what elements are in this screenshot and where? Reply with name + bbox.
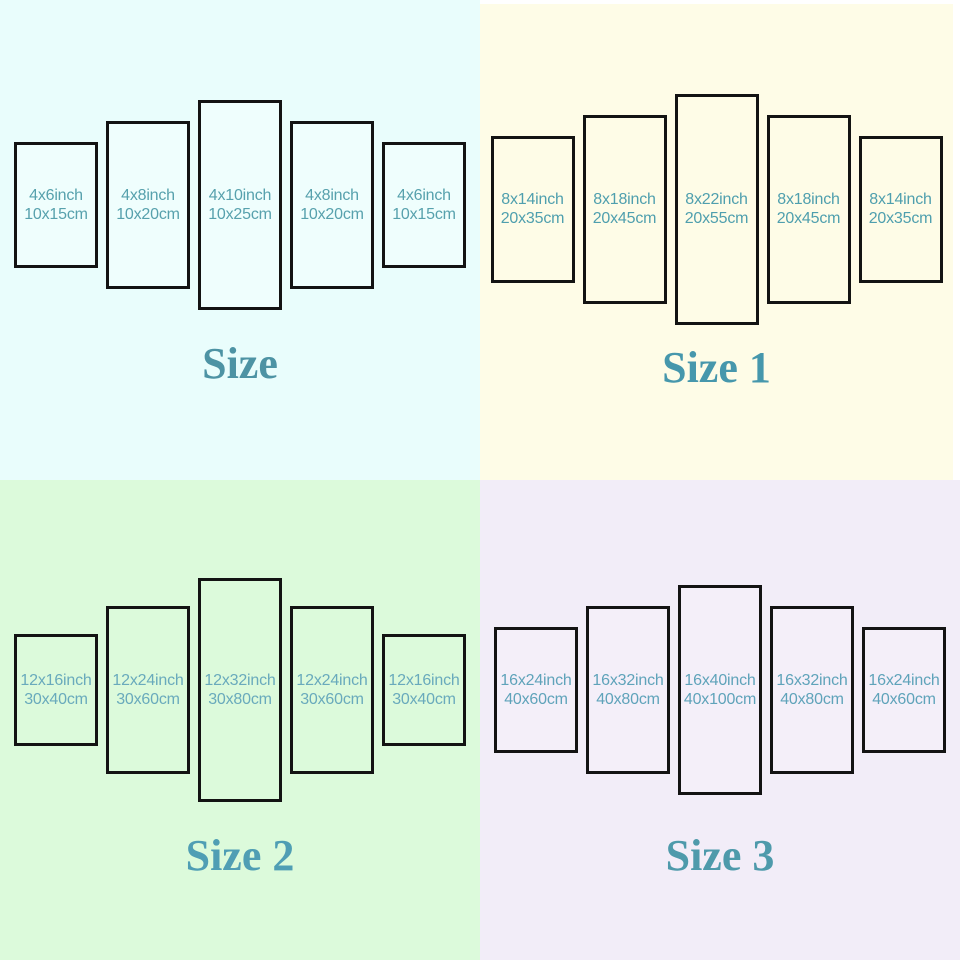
- panel-inch-label: 12x16inch: [20, 672, 92, 689]
- canvas-panel: 16x40inch 40x100cm: [678, 585, 762, 795]
- canvas-panel: 8x14inch 20x35cm: [490, 135, 575, 283]
- canvas-panel: 12x16inch 30x40cm: [14, 634, 98, 746]
- panel-inch-label: 12x24inch: [296, 672, 368, 689]
- canvas-panel: 4x8inch 10x20cm: [290, 121, 374, 289]
- canvas-panel: 8x14inch 20x35cm: [858, 135, 943, 283]
- panel-cm-label: 30x40cm: [392, 691, 456, 708]
- panel-inch-label: 16x32inch: [592, 672, 664, 689]
- panel-cm-label: 30x80cm: [208, 691, 272, 708]
- panel-inch-label: 8x18inch: [593, 191, 656, 208]
- panel-cm-label: 40x100cm: [683, 691, 757, 708]
- panel-inch-label: 16x40inch: [684, 672, 756, 689]
- canvas-panel: 12x32inch 30x80cm: [198, 578, 282, 802]
- canvas-panel: 4x6inch 10x15cm: [382, 142, 466, 268]
- quadrant-background: 16x24inch 40x60cm 16x32inch 40x80cm 16x4…: [480, 480, 960, 960]
- panel-inch-label: 4x10inch: [208, 187, 272, 204]
- size-chart-title: Size: [202, 339, 278, 388]
- panel-inch-label: 12x16inch: [388, 672, 460, 689]
- panel-inch-label: 16x24inch: [500, 672, 572, 689]
- panel-cm-label: 10x15cm: [24, 206, 88, 223]
- size-chart-quadrant-size1: 8x14inch 20x35cm 8x18inch 20x45cm 8x22in…: [480, 0, 960, 480]
- panel-inch-label: 4x8inch: [305, 187, 359, 204]
- size-chart-title: Size 2: [185, 831, 295, 880]
- canvas-panel: 8x22inch 20x55cm: [674, 93, 759, 325]
- panels-row: 8x14inch 20x35cm 8x18inch 20x45cm 8x22in…: [480, 4, 953, 414]
- panel-cm-label: 40x60cm: [872, 691, 936, 708]
- canvas-panel: 16x32inch 40x80cm: [586, 606, 670, 774]
- canvas-panel: 4x10inch 10x25cm: [198, 100, 282, 310]
- panel-inch-label: 8x18inch: [777, 191, 840, 208]
- panel-cm-label: 10x20cm: [300, 206, 364, 223]
- panel-cm-label: 20x55cm: [684, 210, 749, 227]
- canvas-panel: 4x8inch 10x20cm: [106, 121, 190, 289]
- panel-cm-label: 20x45cm: [776, 210, 841, 227]
- panel-inch-label: 4x6inch: [397, 187, 451, 204]
- quadrant-background: 8x14inch 20x35cm 8x18inch 20x45cm 8x22in…: [480, 4, 953, 480]
- canvas-panel: 16x32inch 40x80cm: [770, 606, 854, 774]
- panel-cm-label: 20x45cm: [592, 210, 657, 227]
- panel-cm-label: 30x40cm: [24, 691, 88, 708]
- panel-inch-label: 8x14inch: [501, 191, 564, 208]
- panel-inch-label: 4x8inch: [121, 187, 175, 204]
- size-chart-quadrant-size: 4x6inch 10x15cm 4x8inch 10x20cm 4x10inch…: [0, 0, 480, 480]
- size-chart-quadrant-size2: 12x16inch 30x40cm 12x24inch 30x60cm 12x3…: [0, 480, 480, 960]
- canvas-panel: 12x16inch 30x40cm: [382, 634, 466, 746]
- panel-inch-label: 16x24inch: [868, 672, 940, 689]
- panel-inch-label: 16x32inch: [776, 672, 848, 689]
- canvas-panel: 12x24inch 30x60cm: [106, 606, 190, 774]
- canvas-panel: 4x6inch 10x15cm: [14, 142, 98, 268]
- panel-cm-label: 20x35cm: [500, 210, 565, 227]
- canvas-panel: 8x18inch 20x45cm: [766, 114, 851, 304]
- panels-row: 16x24inch 40x60cm 16x32inch 40x80cm 16x4…: [480, 480, 960, 900]
- panel-cm-label: 20x35cm: [868, 210, 933, 227]
- canvas-panel: 12x24inch 30x60cm: [290, 606, 374, 774]
- panel-cm-label: 30x60cm: [116, 691, 180, 708]
- panel-cm-label: 10x20cm: [116, 206, 180, 223]
- canvas-panel: 16x24inch 40x60cm: [494, 627, 578, 753]
- panel-inch-label: 12x32inch: [204, 672, 276, 689]
- panel-inch-label: 4x6inch: [29, 187, 83, 204]
- size-chart-title: Size 1: [662, 343, 771, 392]
- canvas-panel: 8x18inch 20x45cm: [582, 114, 667, 304]
- quadrant-background: 12x16inch 30x40cm 12x24inch 30x60cm 12x3…: [0, 480, 480, 960]
- panel-cm-label: 40x80cm: [596, 691, 660, 708]
- panel-cm-label: 30x60cm: [300, 691, 364, 708]
- panel-inch-label: 12x24inch: [112, 672, 184, 689]
- panel-cm-label: 10x25cm: [208, 206, 272, 223]
- panel-inch-label: 8x14inch: [869, 191, 932, 208]
- quadrant-background: 4x6inch 10x15cm 4x8inch 10x20cm 4x10inch…: [0, 0, 480, 480]
- panel-cm-label: 10x15cm: [392, 206, 456, 223]
- size-chart-quadrant-size3: 16x24inch 40x60cm 16x32inch 40x80cm 16x4…: [480, 480, 960, 960]
- panel-cm-label: 40x60cm: [504, 691, 568, 708]
- panels-row: 4x6inch 10x15cm 4x8inch 10x20cm 4x10inch…: [0, 0, 480, 410]
- canvas-panel: 16x24inch 40x60cm: [862, 627, 946, 753]
- size-chart-title: Size 3: [665, 831, 775, 880]
- panel-cm-label: 40x80cm: [780, 691, 844, 708]
- panel-inch-label: 8x22inch: [685, 191, 748, 208]
- panels-row: 12x16inch 30x40cm 12x24inch 30x60cm 12x3…: [0, 480, 480, 900]
